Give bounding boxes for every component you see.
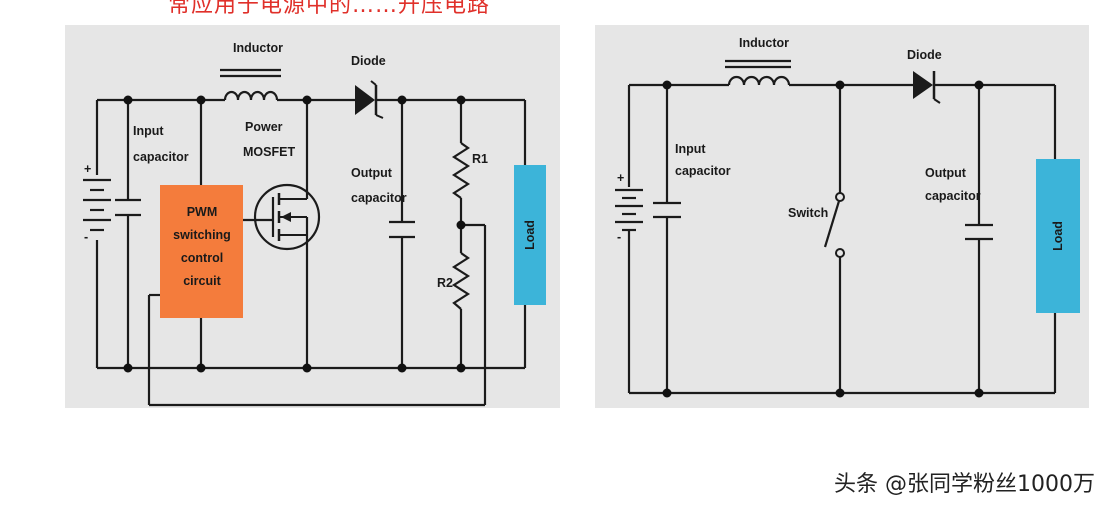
watermark: 头条 @张同学粉丝1000万 xyxy=(834,472,1095,497)
pwm-label-4: circuit xyxy=(183,274,221,288)
pwm-controller-block xyxy=(160,185,243,318)
output-capacitor-label-2: capacitor xyxy=(925,189,981,203)
resistor-r1-icon xyxy=(451,142,471,199)
input-capacitor-label-1: Input xyxy=(675,142,706,156)
input-capacitor-label-2: capacitor xyxy=(133,150,189,164)
output-capacitor-label-2: capacitor xyxy=(351,191,407,205)
input-capacitor-icon xyxy=(653,201,681,219)
battery-icon xyxy=(615,188,643,232)
power-mosfet-label-2: MOSFET xyxy=(243,145,295,159)
diode-icon xyxy=(355,80,384,119)
switch-label: Switch xyxy=(788,206,828,220)
pwm-label-3: control xyxy=(181,251,223,265)
boost-converter-pwm-diagram: + - Input capacitor Inductor PWM switchi… xyxy=(65,25,560,408)
r1-label: R1 xyxy=(472,152,488,166)
load-label: Load xyxy=(1051,221,1065,251)
boost-converter-switch-diagram: + - Input capacitor Inductor Switch xyxy=(595,25,1089,408)
load-label: Load xyxy=(523,220,537,250)
output-capacitor-label-1: Output xyxy=(351,166,393,180)
r2-label: R2 xyxy=(437,276,453,290)
switch-icon xyxy=(823,192,845,258)
pwm-label-1: PWM xyxy=(187,205,218,219)
battery-plus-label: + xyxy=(617,171,624,185)
battery-minus-label: - xyxy=(617,230,621,244)
input-capacitor-icon xyxy=(115,198,141,217)
circuit-svg-left: + - Input capacitor Inductor PWM switchi… xyxy=(83,41,546,407)
resistor-r2-icon xyxy=(451,252,471,310)
battery-plus-label: + xyxy=(84,162,91,176)
battery-minus-label: - xyxy=(84,230,88,244)
diode-label: Diode xyxy=(351,54,386,68)
diode-icon xyxy=(913,71,941,104)
input-capacitor-label-2: capacitor xyxy=(675,164,731,178)
load-block xyxy=(1036,159,1080,313)
input-capacitor-label-1: Input xyxy=(133,124,164,138)
junction-dots xyxy=(662,80,984,398)
output-capacitor-icon xyxy=(389,220,415,239)
inductor-label: Inductor xyxy=(233,41,283,55)
inductor-label: Inductor xyxy=(739,36,789,50)
mosfet-icon xyxy=(253,175,321,261)
inductor-icon xyxy=(220,68,281,101)
inductor-icon xyxy=(725,59,791,86)
load-block xyxy=(514,165,546,305)
top-caption: 常应用于电源中的……升压电路 xyxy=(168,0,491,18)
diode-label: Diode xyxy=(907,48,942,62)
output-capacitor-icon xyxy=(965,223,993,241)
junction-dots xyxy=(123,95,466,373)
output-capacitor-label-1: Output xyxy=(925,166,967,180)
pwm-label-2: switching xyxy=(173,228,231,242)
circuit-svg-right: + - Input capacitor Inductor Switch xyxy=(615,36,1080,398)
power-mosfet-label-1: Power xyxy=(245,120,283,134)
battery-icon xyxy=(83,178,111,232)
